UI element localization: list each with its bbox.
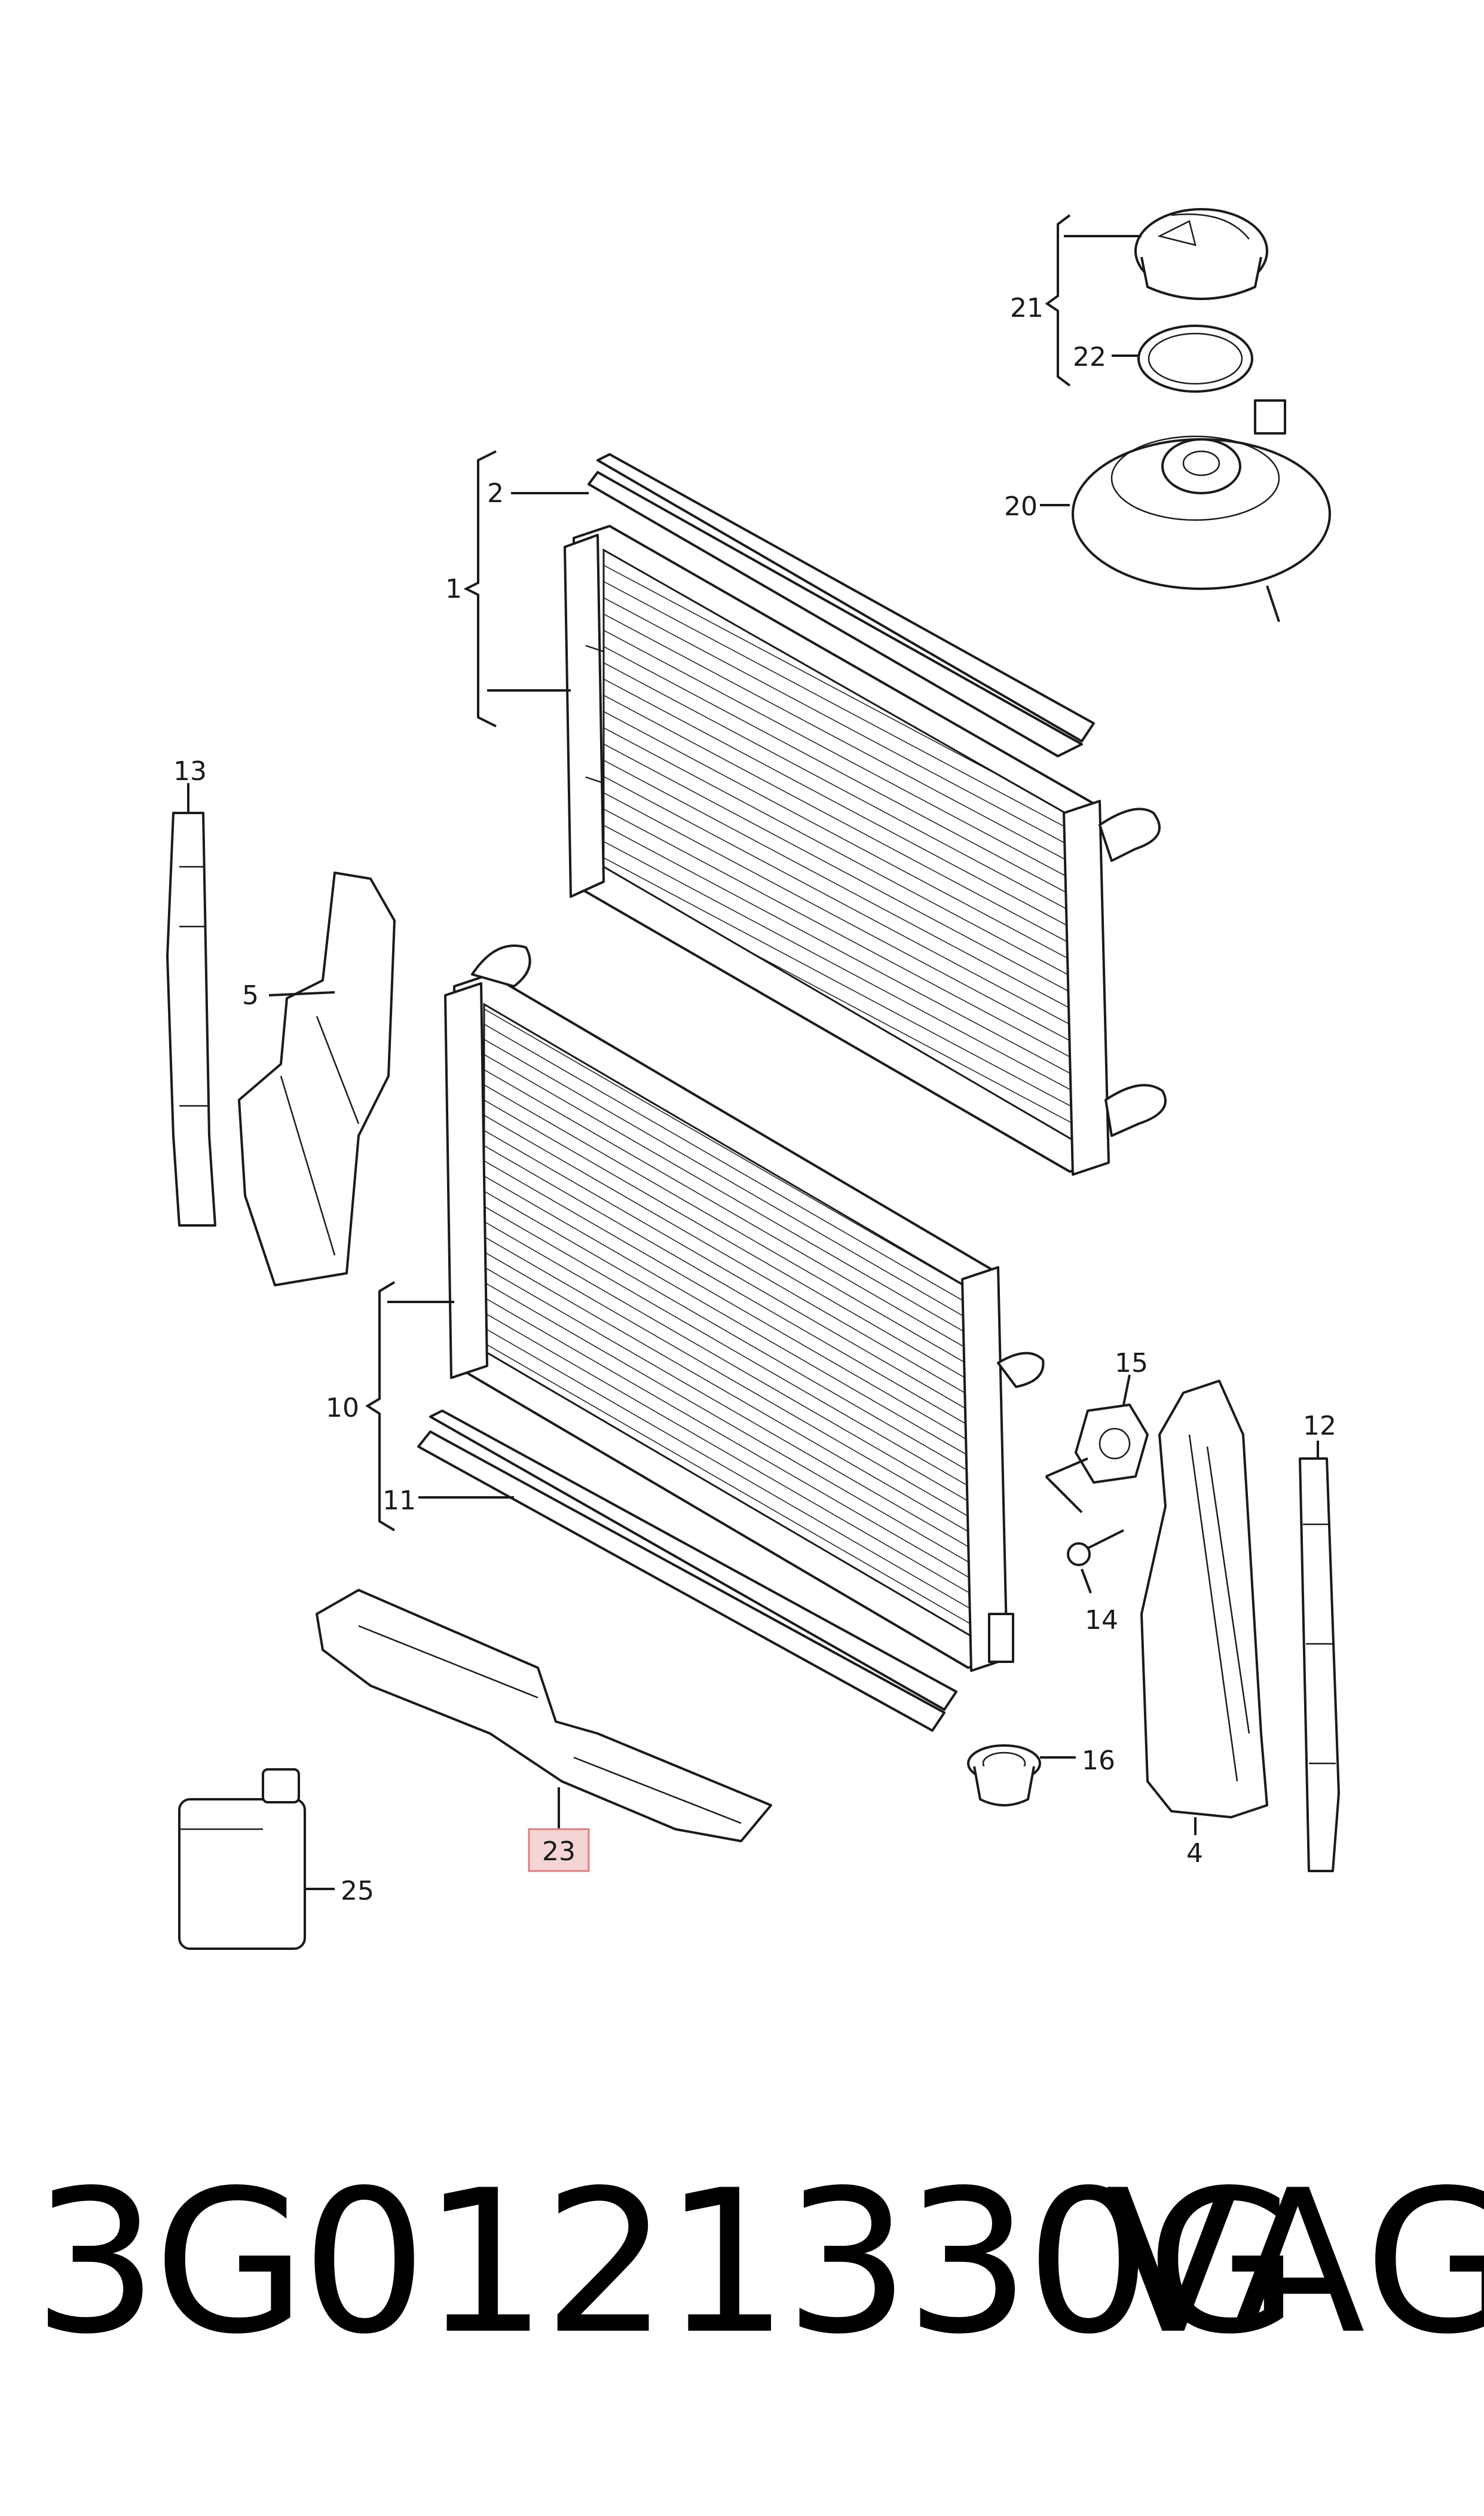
callout-11: 11 [383,1485,416,1516]
left-air-guide-13 [166,812,216,1227]
leader-lines [187,214,1319,1890]
part-number: 3G0121330G [33,2148,1299,2377]
callout-16: 16 [1082,1745,1115,1776]
callout-5: 5 [242,980,259,1011]
callout-13: 13 [173,756,207,787]
callout-21: 21 [1010,293,1044,323]
callout-1: 1 [445,574,462,604]
callout-2: 2 [487,478,504,509]
bottom-air-deflector-23 [316,1589,772,1842]
callout-4: 4 [1186,1838,1203,1869]
brand-name: VAG [1106,2148,1484,2377]
callout-20: 20 [1004,491,1038,522]
callout-12: 12 [1303,1411,1336,1441]
seal-ring-22 [1137,325,1253,393]
coolant-bottle-25 [178,1768,306,1950]
cap-21 [1134,208,1268,300]
right-air-duct-4 [1140,1380,1268,1818]
callout-25: 25 [341,1876,374,1906]
exploded-parts-diagram: 1 2 4 5 10 11 12 13 14 15 16 20 21 22 23… [166,208,1340,1950]
lower-seal-strip [417,1410,957,1732]
right-air-guide-12 [1299,1457,1340,1872]
screw-14 [1067,1529,1124,1566]
callout-22: 22 [1073,342,1106,372]
callout-14: 14 [1085,1605,1118,1635]
upper-seal-strip [588,453,1095,757]
left-air-duct-5 [238,872,396,1286]
callout-23-highlight [528,1828,590,1872]
bracket-15 [1075,1404,1149,1484]
upper-radiator [564,525,1167,1176]
callout-23: 23 [542,1836,576,1867]
callout-labels: 1 2 4 5 10 11 12 13 14 15 16 20 21 22 23… [173,293,1336,1906]
lower-radiator [444,944,1045,1672]
callout-15: 15 [1115,1348,1148,1378]
expansion-tank-20 [1072,399,1331,622]
rubber-mount-16 [967,1744,1041,1806]
callout-10: 10 [326,1393,359,1423]
